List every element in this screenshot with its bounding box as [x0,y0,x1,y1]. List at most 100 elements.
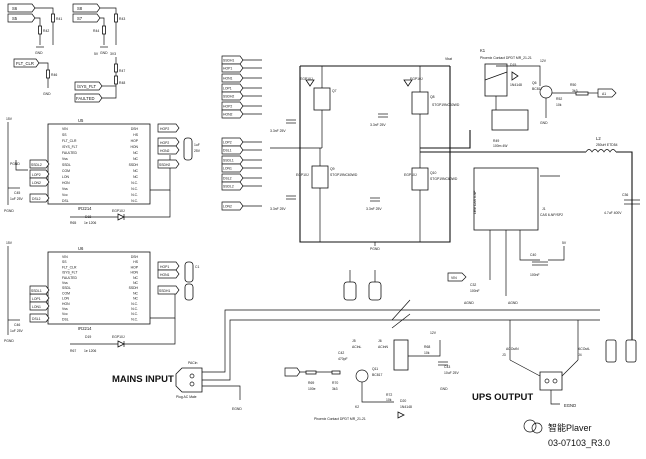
u5-right-pin: HON [130,145,138,149]
relay-k2: C42 470pF R69 100e R70 3k3 Q11 BC817 R72… [284,331,459,421]
u5-right-pin: N.C. [131,187,138,191]
tag-ssdl1: SSDL1 [31,289,42,293]
bridge-tag-label: SSDH1 [223,59,234,63]
svg-text:R67: R67 [70,349,76,353]
bridge-tag-label: LOP1 [223,87,232,91]
bridge-tag-label: LON2 [223,205,232,209]
net-agnd-2: AGND [464,301,474,305]
tag-fault-top: FAULTED [76,96,95,101]
svg-text:R47: R47 [119,69,125,73]
u5-left-pin: FAULTED [62,151,78,155]
tag-s6: S6 [12,6,18,11]
d15-ref: D15 [510,63,516,67]
c46-label: C46 [14,323,20,327]
u6-left-pin: COM [62,291,70,295]
sensor-part: LEM CAS 6-NP [473,190,477,214]
bridge-tag-shape [221,109,244,119]
bridge-tag-shape [221,73,244,83]
tag-dsl2: DSL2 [32,197,41,201]
k2-desc: Phoenix Contact DPDT MR_21-21 [314,417,366,421]
tag-lop2: LOP2 [32,173,41,177]
svg-text:R41: R41 [56,17,62,21]
ups-output: UPS OUTPUT ACOutN J3 ACOutL J4 EGND [472,320,590,408]
u6-right-pin: N.C. [131,302,138,306]
net-vbat: Vbat [445,57,452,61]
svg-text:R69: R69 [308,381,314,385]
q11-part: BC817 [372,373,382,377]
u6-left-pin: LON [62,297,70,301]
bridge-tag-label: HON2 [223,113,233,117]
svg-text:R46: R46 [51,73,57,77]
net-agnd-1: AGND [508,301,518,305]
tag-s8: S8 [77,6,83,11]
bridge-tag-shape [221,155,244,165]
tag-ssdh1: SSDH1 [159,289,170,293]
u5-right-pin: NC [133,169,138,173]
bridge-tag-shape [221,145,244,155]
svg-text:1e 1206: 1e 1206 [84,221,96,225]
net-gnd-1: GND [35,51,43,55]
q9-ref: Q9 [330,167,335,171]
r70-val: 3k3 [332,387,338,391]
u6-left-pin: VIN [62,255,68,259]
d-bottom-left: EGP10J [296,173,309,177]
tag-lop1: LOP1 [32,297,41,301]
net-pgnd-bridge: PGND [370,247,380,251]
net-3v3: 3V3 [110,52,116,56]
u5-left-pin: Vcc [62,193,68,197]
net-pgnd-u5: PGND [10,162,20,166]
c40-ref: C40 [530,253,536,257]
net-15v-2: 15V [6,241,13,245]
c42-val: 470pF [338,357,348,361]
u6-part: IR2214 [78,326,92,331]
mains-input-title: MAINS INPUT [112,374,174,385]
svg-text:10k: 10k [386,398,392,402]
driver-u5: U5 IR2214 VINSSFLT_CLR/SYS_FLTFAULTEDVss… [4,117,171,225]
tag-hop2-out: HOP2 [160,127,169,131]
d-bottom-right: EGP10J [404,173,417,177]
svg-text:10k: 10k [556,103,562,107]
u6-left-pin: DSL [62,317,69,321]
u5-left-pin: SSDL [62,163,71,167]
svg-text:R48: R48 [119,81,125,85]
d-top-right: EGP10J [410,77,423,81]
net-12v-k1: 12V [540,59,547,63]
d20-ref: D20 [400,399,406,403]
j4-ref: J4 [578,353,582,357]
tag-hon2: HON2 [160,149,170,153]
bridge-tag-shape [221,137,244,147]
u6-right-pin: NC [133,276,138,280]
tag-ssdl2: SSDL2 [31,163,42,167]
bridge-input-tags: SSDH1HOP1HON1LOP1SSDH2HOP2HON2LOP2DSL1SS… [221,55,262,211]
u5-left-pin: COM [62,169,70,173]
d19-label: D19 [85,335,91,339]
j3-ref: J3 [502,353,506,357]
u6-right-pin: N.C. [131,307,138,311]
svg-text:CAS 6-NP/SP2: CAS 6-NP/SP2 [540,213,563,217]
svg-text:R70: R70 [332,381,338,385]
u6-right-pin: NC [133,281,138,285]
tag-a1: A1 [602,92,606,96]
cap-left-bottom: 3.3nF 25V [270,207,286,211]
net-15v-1: 15V [6,117,13,121]
net-egnd-in: EGND [232,407,242,411]
tag-vin: VIN [451,276,457,280]
u5-left-pin: VIN [62,127,68,131]
u6-right-pin: NC [133,291,138,295]
net-gnd-q6: GND [540,121,548,125]
igbt-q10: STGP19NC60WD [430,177,458,181]
svg-text:1uF: 1uF [194,143,200,147]
acin-n: ACInN [378,345,389,349]
u6-right-pin: SSDH [129,286,139,290]
u5-output-tags: HOP2 HOP2 HON2 SSDH2 LOP2 LON2 DSL2 SSDL… [29,123,201,203]
c42-ref: C42 [338,351,344,355]
d15-val: 1N4148 [510,83,522,87]
svg-text:10k: 10k [424,351,430,355]
u6-right-pin: DSH [131,255,139,259]
footer: 智能Plaver 03-07103_R3.0 [523,419,610,448]
tag-dsl1: DSL1 [32,317,41,321]
c43-ref: C43 [444,365,450,369]
q7-ref: Q7 [332,89,337,93]
bridge-tag-shape [221,163,244,173]
